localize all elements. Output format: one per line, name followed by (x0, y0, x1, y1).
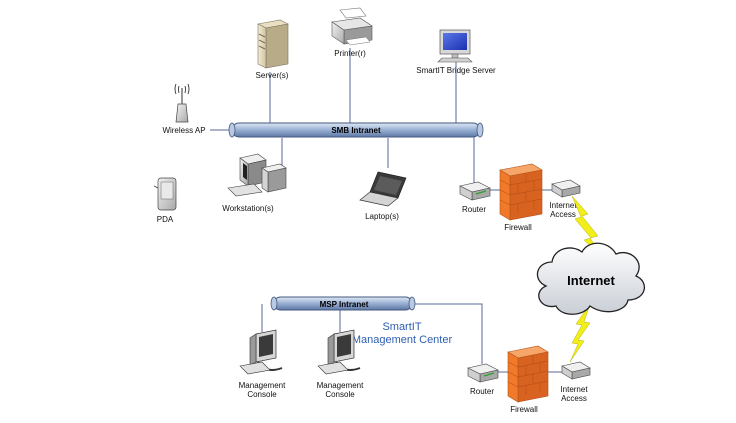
internet-access-bottom-label-line1: Internet (560, 385, 588, 394)
printer-label: Printer(r) (334, 49, 366, 58)
firewall-bottom-icon (507, 345, 549, 403)
wireless-ap-icon (174, 83, 190, 123)
router-top-label: Router (462, 205, 486, 214)
router-bottom-label: Router (470, 387, 494, 396)
server-icon (257, 19, 289, 69)
lightning-bottom-icon (569, 303, 591, 363)
internet-access-top-icon (551, 179, 581, 198)
firewall-bottom-label: Firewall (510, 405, 538, 414)
console-1-label-line2: Console (247, 390, 277, 399)
bridge-server-monitor-icon (437, 29, 473, 63)
laptops-label: Laptop(s) (365, 212, 399, 221)
console-2-label-line2: Console (325, 390, 355, 399)
msp-wires (261, 303, 562, 373)
internet-access-bottom-icon (561, 361, 591, 380)
msp-intranet-bus: MSP Intranet (270, 296, 416, 311)
pda-icon (153, 177, 177, 211)
msp-bus-label: MSP Intranet (320, 300, 369, 309)
internet-access-top-label-line2: Access (550, 210, 576, 219)
management-console-2-icon (317, 329, 361, 375)
smb-intranet-bus: SMB Intranet (228, 122, 484, 138)
workstations-label: Workstation(s) (222, 204, 274, 213)
wireless-ap-label: Wireless AP (162, 126, 205, 135)
internet-cloud-icon: Internet (536, 242, 646, 315)
console-1-label-line1: Management (239, 381, 286, 390)
internet-access-bottom-label-line2: Access (561, 394, 587, 403)
router-top-icon (459, 181, 491, 201)
servers-label: Server(s) (256, 71, 289, 80)
internet-label: Internet (567, 273, 615, 288)
management-center-label-line1: SmartIT (382, 321, 421, 333)
management-center-label-line2: Management Center (352, 334, 453, 346)
console-2-label-line1: Management (317, 381, 364, 390)
bridge-server-label: SmartIT Bridge Server (416, 66, 496, 75)
laptop-icon (359, 171, 407, 207)
pda-label: PDA (157, 215, 174, 224)
firewall-top-label: Firewall (504, 223, 532, 232)
workstation-icon (227, 153, 287, 197)
internet-access-top-label-line1: Internet (549, 201, 577, 210)
router-bottom-icon (467, 363, 499, 383)
management-console-1-icon (239, 329, 283, 375)
printer-icon (331, 7, 373, 46)
smb-wires (210, 48, 552, 191)
firewall-top-icon (499, 163, 543, 221)
smb-bus-label: SMB Intranet (331, 126, 381, 135)
